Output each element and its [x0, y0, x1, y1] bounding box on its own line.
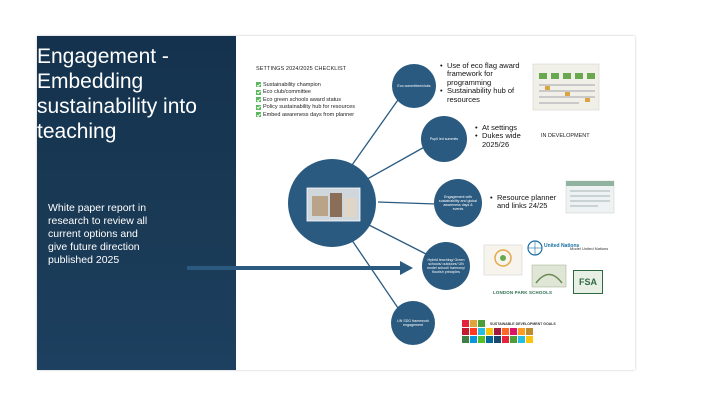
un-logo-text: United Nations [544, 243, 580, 249]
slide-title: Engagement - Embedding sustainability in… [37, 45, 197, 143]
node-hybrid-teaching: Hybrid teaching/ Green schools/ outdoors… [422, 242, 470, 290]
in-development-label: IN DEVELOPMENT [541, 133, 590, 139]
node-eco-committee: Eco committee/clubs [392, 64, 436, 108]
planner-bullets: Resource planner and links 24/25 [490, 193, 564, 211]
left-panel [37, 36, 236, 370]
checkmark-icon [256, 104, 261, 110]
checkmark-icon [256, 82, 261, 88]
summit-bullets: At settings Dukes wide 2025/26 [475, 123, 535, 149]
checklist-item: Policy sustainability hub for resources [256, 104, 355, 112]
bullet-item: At settings [475, 123, 535, 133]
node-pupil-summits: Pupil led summits [421, 116, 467, 162]
node-un-sdg: UN SDG framework engagement [391, 301, 435, 345]
bullet-item: Resource planner and links 24/25 [490, 193, 564, 211]
london-park-logo: LONDON PARK SCHOOLS [493, 290, 553, 295]
node-awareness-days: Engagement with sustainability and globa… [434, 179, 482, 227]
checklist: Sustainability champion Eco club/committ… [256, 81, 355, 119]
checkmark-icon [256, 89, 261, 95]
checklist-item: Eco club/committee [256, 89, 355, 97]
checklist-heading: SETTINGS 2024/2025 CHECKLIST [256, 66, 347, 72]
white-paper-text: White paper report in research to review… [48, 202, 148, 266]
checkmark-icon [256, 97, 261, 103]
sdg-logo-text: SUSTAINABLE DEVELOPMENT GOALS [490, 322, 556, 326]
bullet-item: Sustainability hub of resources [440, 87, 534, 104]
bullet-item: Dukes wide 2025/26 [475, 132, 535, 149]
bullet-item: Use of eco flag award framework for prog… [440, 61, 534, 87]
checklist-item: Sustainability champion [256, 81, 355, 89]
checklist-item: Embed awareness days from planner [256, 111, 355, 119]
eco-bullets: Use of eco flag award framework for prog… [440, 61, 534, 104]
model-un-text: Model United Nations [570, 246, 609, 251]
fsa-logo: FSA [573, 270, 603, 294]
checkmark-icon [256, 112, 261, 118]
checklist-item: Eco green schools award status [256, 96, 355, 104]
